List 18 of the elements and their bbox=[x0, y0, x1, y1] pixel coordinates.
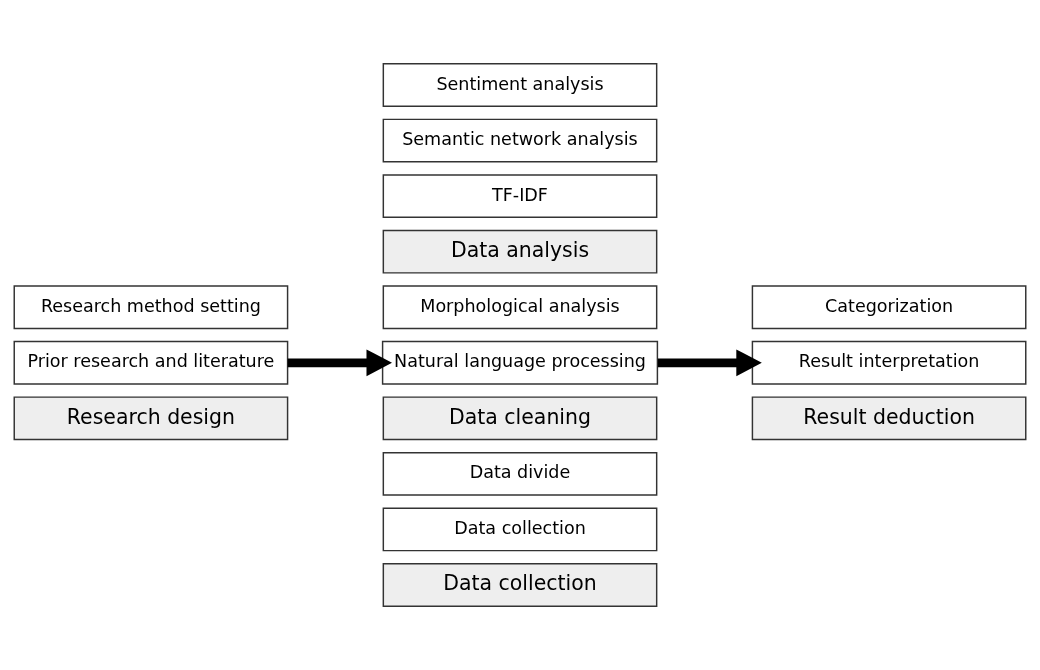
node-box: Data collection bbox=[382, 563, 658, 607]
node-box: Semantic network analysis bbox=[382, 118, 658, 163]
node-box: Categorization bbox=[751, 285, 1027, 330]
node-box: Result deduction bbox=[751, 396, 1027, 441]
arrow bbox=[657, 349, 762, 377]
node-box: Data analysis bbox=[382, 229, 658, 274]
arrow bbox=[287, 349, 392, 377]
node-box: Prior research and literature bbox=[13, 340, 289, 385]
node-box: Sentiment analysis bbox=[382, 63, 658, 107]
node-box: Research design bbox=[13, 396, 289, 441]
node-box: Natural language processing bbox=[381, 340, 659, 385]
node-box: Data divide bbox=[382, 451, 658, 496]
node-box: TF-IDF bbox=[382, 174, 658, 219]
node-box: Data cleaning bbox=[382, 396, 658, 441]
node-box: Data collection bbox=[382, 507, 658, 552]
node-box: Result interpretation bbox=[751, 340, 1027, 385]
node-box: Research method setting bbox=[13, 285, 289, 330]
node-box: Morphological analysis bbox=[382, 285, 658, 330]
